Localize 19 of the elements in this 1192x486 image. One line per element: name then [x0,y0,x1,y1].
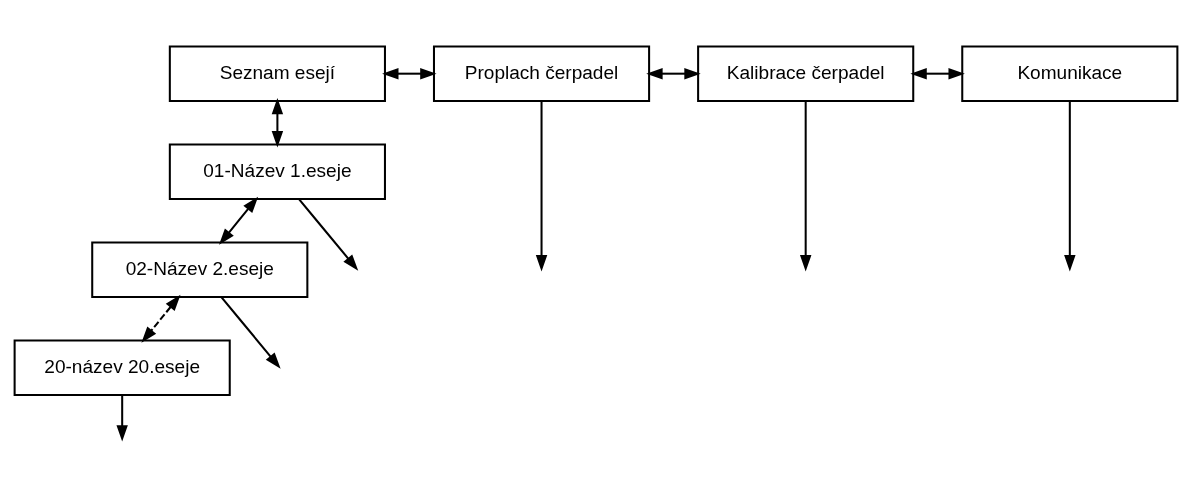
arrow [116,395,128,442]
node-box: 20-název 20.eseje [13,339,231,396]
node-box: Kalibrace čerpadel [697,45,915,102]
node-box: Seznam esejí [168,45,386,102]
arrow [141,294,181,343]
arrow [271,98,284,148]
arrow [219,196,259,245]
arrow [298,198,359,271]
arrow [799,101,812,272]
node-box: Proplach čerpadel [432,45,651,102]
arrow [220,296,281,369]
arrow [1064,101,1076,272]
node-box: 02-Název 2.eseje [91,241,309,298]
arrow [382,67,437,80]
arrow [646,67,701,80]
arrow [535,101,548,272]
node-box: Komunikace [961,45,1179,102]
arrow [910,67,965,80]
node-box: 01-Název 1.eseje [168,143,386,200]
